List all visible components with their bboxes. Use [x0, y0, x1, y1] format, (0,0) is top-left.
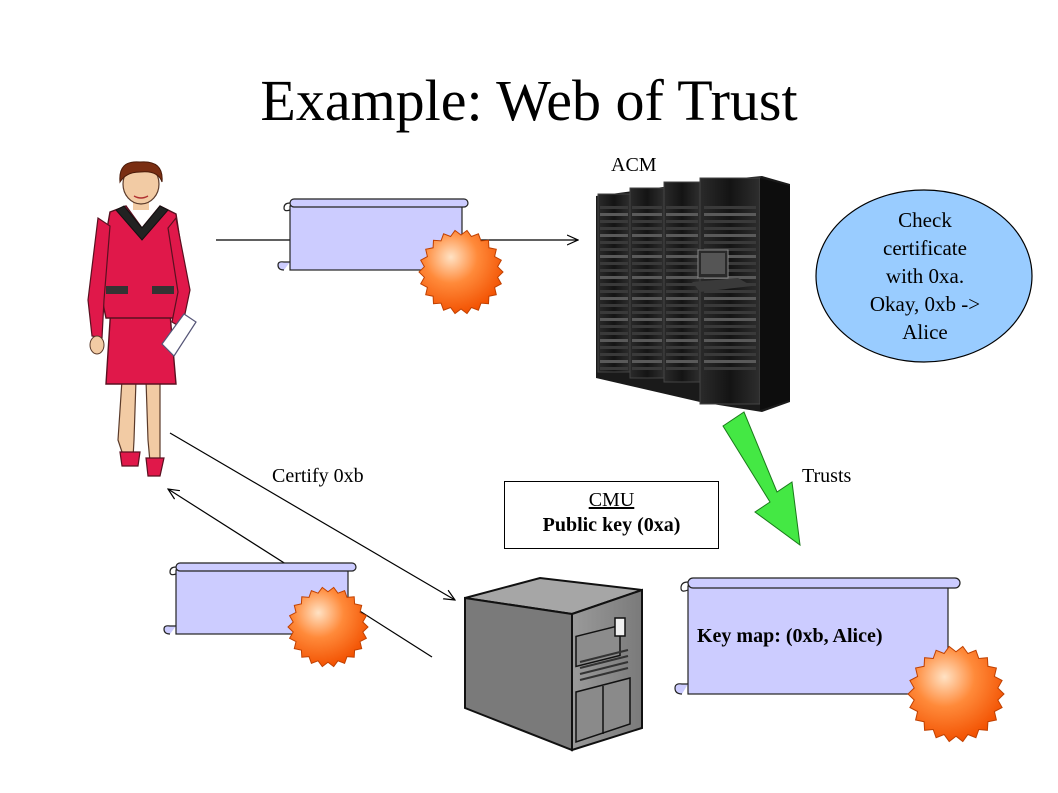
request-arrow-to-cmu: [169, 432, 455, 600]
acm-server-rack-icon: [596, 176, 790, 412]
bubble-line: Alice: [902, 320, 948, 344]
seal-bottom-icon: [287, 586, 369, 668]
cmu-name: CMU: [588, 489, 635, 511]
cmu-key-box: CMU Public key (0xa): [504, 481, 719, 549]
bubble-line: certificate: [883, 236, 967, 260]
trusts-label: Trusts: [802, 465, 852, 487]
bubble-text: Check certificate with 0xa. Okay, 0xb ->…: [830, 206, 1020, 346]
keymap-text: Key map: (0xb, Alice): [697, 625, 883, 647]
certificate-scroll-top-icon: [277, 198, 469, 271]
bubble-line: Check: [898, 208, 952, 232]
cmu-public-key: Public key (0xa): [542, 514, 681, 536]
seal-top-icon: [418, 229, 504, 315]
certify-label: Certify 0xb: [272, 465, 364, 487]
check-bubble: [815, 189, 1033, 363]
seal-keymap-icon: [907, 645, 1005, 743]
woman-figure-icon: [87, 161, 197, 477]
slide-title: Example: Web of Trust: [260, 68, 798, 133]
acm-label: ACM: [611, 154, 657, 176]
trust-arrow-icon: [722, 411, 801, 547]
bubble-line: with 0xa.: [885, 264, 965, 288]
keymap-scroll-icon: [674, 577, 961, 695]
bubble-line: Okay, 0xb ->: [869, 292, 981, 316]
cmu-tower-computer-icon: [464, 576, 643, 752]
